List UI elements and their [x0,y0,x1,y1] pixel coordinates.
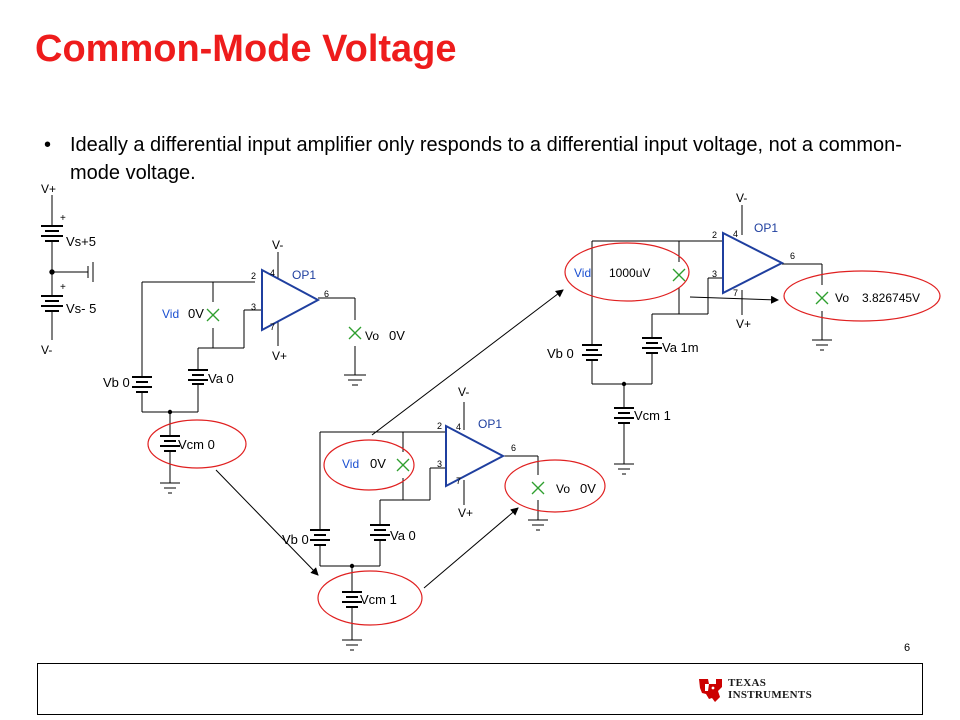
circuit2-vid-value: 0V [370,456,386,471]
supply-vsm-label: Vs- 5 [66,301,96,316]
ti-wordmark: TEXAS INSTRUMENTS [728,677,812,701]
supply-vsp-label: Vs+5 [66,234,96,249]
circuit1-pin-inv: 2 [251,271,256,281]
circuit1-vo-label: Vo [365,329,379,343]
circuit3-vid-value: 1000uV [609,266,650,280]
ti-wordmark-line1: TEXAS [728,677,767,689]
circuit3-vid-label: Vid [574,266,591,280]
circuit3-vo-label: Vo [835,291,849,305]
bullet-symbol: • [44,134,52,156]
circuit1: OP1 V- V+ Vid 0V Vo 0V Va 0 Vb 0 Vcm 0 2… [103,238,405,494]
circuit1-pin-out: 6 [324,289,329,299]
slide-title: Common-Mode Voltage [35,28,457,70]
arrow-vcm1-to-vo [423,507,519,589]
circuit3-vb-label: Vb 0 [547,346,574,361]
circuit3-pin-noninv: 3 [712,269,717,279]
circuit2-pin-top: 4 [456,422,461,432]
supply-vminus-label: V- [41,343,52,357]
supply-plus-sign-1: + [60,213,66,224]
circuit3: OP1 V- V+ Vid 1000uV Vo 3.826745V Va 1m … [547,191,941,475]
circuit3-pin-bot: 7 [733,288,738,298]
circuit1-pin-bot: 7 [270,322,275,332]
circuit1-pin-top: 4 [270,268,275,278]
supply-circuit [41,195,94,340]
circuit1-vid-value: 0V [188,306,204,321]
ti-state-icon [699,679,722,702]
circuit2-vb-label: Vb 0 [282,532,309,547]
circuit3-pin-out: 6 [790,251,795,261]
circuit1-opamp-label: OP1 [292,268,316,282]
ti-logo: TEXAS INSTRUMENTS [696,675,826,705]
circuit2-pin-noninv: 3 [437,459,442,469]
circuit2-vminus-label: V- [458,385,469,399]
bullet-text: Ideally a differential input amplifier o… [70,134,902,184]
arrow-vcm0-to-vcm1 [215,469,319,576]
circuit3-pin-inv: 2 [712,230,717,240]
circuit3-vo-value: 3.826745V [862,291,920,305]
circuit3-vminus-label: V- [736,191,747,205]
bullet-point: • Ideally a differential input amplifier… [44,131,924,187]
footer-bar [37,663,923,715]
circuit1-vplus-label: V+ [272,349,287,363]
circuit1-vcm-label: Vcm 0 [178,437,215,452]
circuit1-pin-noninv: 3 [251,302,256,312]
circuit2-vcm-label: Vcm 1 [360,592,397,607]
circuit1-vminus-label: V- [272,238,283,252]
circuit2-pin-bot: 7 [456,476,461,486]
circuit2: OP1 V- V+ Vid 0V Vo 0V Va 0 Vb 0 Vcm 1 2… [282,385,606,651]
arrow-vid-to-vid [371,289,564,436]
circuit1-vo-value: 0V [389,328,405,343]
page-number: 6 [904,642,911,654]
supply-plus-sign-2: + [60,282,66,293]
circuit2-va-label: Va 0 [390,528,416,543]
circuit3-vplus-label: V+ [736,317,751,331]
circuit3-opamp-label: OP1 [754,221,778,235]
circuit2-opamp-label: OP1 [478,417,502,431]
circuit3-vcm-label: Vcm 1 [634,408,671,423]
circuit2-pin-inv: 2 [437,421,442,431]
circuit1-va-label: Va 0 [208,371,234,386]
circuit3-pin-top: 4 [733,229,738,239]
circuit2-vo-label: Vo [556,482,570,496]
supply-vplus-label: V+ [41,182,56,196]
circuit1-vid-label: Vid [162,307,179,321]
circuit2-vplus-label: V+ [458,506,473,520]
circuit3-va-label: Va 1m [662,340,699,355]
circuit2-vo-value: 0V [580,481,596,496]
ti-wordmark-line2: INSTRUMENTS [728,689,812,701]
circuit1-vb-label: Vb 0 [103,375,130,390]
circuit2-vid-label: Vid [342,457,359,471]
circuit2-pin-out: 6 [511,443,516,453]
